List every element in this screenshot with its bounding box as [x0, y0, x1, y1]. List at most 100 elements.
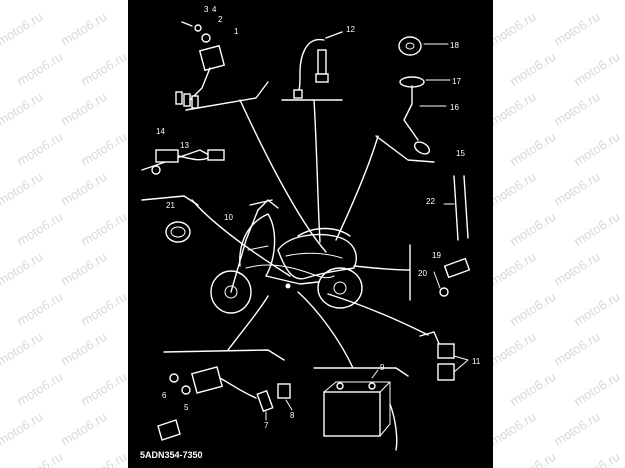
battery-terminal-b — [368, 382, 376, 390]
relay-lead — [189, 67, 211, 101]
watermark-text: moto6.ru — [14, 288, 66, 329]
cap-ring — [170, 226, 186, 238]
bracket-plate — [443, 257, 471, 279]
watermark-text: moto6.ru — [571, 208, 623, 249]
battery-lead — [389, 403, 398, 451]
watermark-text: moto6.ru — [14, 48, 66, 89]
callout-18: 18 — [450, 41, 459, 50]
watermark-text: moto6.ru — [493, 248, 539, 289]
fuse-assembly — [437, 343, 469, 381]
relay-bolt — [181, 21, 193, 27]
coil-leader-8 — [285, 399, 293, 411]
watermark-text: moto6.ru — [493, 408, 539, 449]
gauge-float — [413, 141, 431, 155]
floor-board — [265, 275, 319, 285]
rear-body — [277, 233, 357, 280]
fuse-a — [437, 343, 455, 359]
leader-lower-left — [227, 295, 269, 351]
bands-assembly — [443, 175, 469, 241]
watermark-text: moto6.ru — [78, 208, 128, 249]
coil-assembly — [169, 366, 293, 421]
front-wheel — [210, 270, 252, 314]
coil-bolt-6 — [169, 373, 179, 383]
watermark-text: moto6.ru — [493, 328, 539, 369]
ignition-plug — [207, 149, 225, 161]
ignition-bolt — [151, 165, 161, 175]
bracket-ignition — [141, 195, 199, 206]
watermark-text: moto6.ru — [0, 8, 46, 49]
callout-17: 17 — [452, 77, 461, 86]
callout-1: 1 — [234, 27, 239, 36]
watermark-text: moto6.ru — [78, 449, 128, 468]
harness-joint — [285, 283, 291, 289]
watermark-text: moto6.ru — [493, 168, 539, 209]
bracket-fuel — [375, 135, 435, 163]
rear-hub — [333, 281, 347, 295]
callout-22: 22 — [426, 197, 435, 206]
watermark-text: moto6.ru — [551, 328, 603, 369]
watermark-text: moto6.ru — [571, 48, 623, 89]
callout-5: 5 — [184, 403, 189, 412]
cap-assembly — [165, 221, 191, 243]
watermark-text: moto6.ru — [0, 328, 46, 369]
sender-plug — [293, 89, 303, 99]
gauge-stem — [403, 85, 419, 141]
group-brackets — [141, 81, 441, 377]
leader-top-right — [335, 135, 379, 241]
watermark-text: moto6.ru — [14, 449, 65, 468]
relay-nut — [194, 24, 202, 32]
hardware-icon — [157, 419, 181, 441]
watermark-text: moto6.ru — [507, 288, 559, 329]
leader-top-left — [239, 99, 327, 253]
bracket-fuse — [419, 331, 441, 347]
callout-21: 21 — [166, 201, 175, 210]
watermark-text: moto6.ru — [78, 128, 128, 169]
relay-assembly — [175, 21, 226, 109]
band-a — [453, 175, 459, 241]
watermark-text: moto6.ru — [58, 248, 110, 289]
leader-mid-left — [191, 199, 291, 277]
battery-assembly — [323, 369, 398, 451]
watermark-text: moto6.ru — [14, 368, 66, 409]
watermark-text: moto6.ru — [571, 288, 623, 329]
leader-top-center — [313, 99, 321, 243]
watermark-text: moto6.ru — [0, 88, 46, 129]
battery-terminal-a — [336, 382, 344, 390]
wiring-harness — [245, 264, 335, 279]
callout-15: 15 — [456, 149, 465, 158]
watermark-text: moto6.ru — [493, 88, 539, 129]
coil-body — [190, 366, 224, 394]
fuse-b — [437, 363, 455, 381]
watermark-text: moto6.ru — [58, 408, 110, 449]
callout-3: 3 — [204, 5, 209, 14]
callout-7: 7 — [264, 421, 269, 430]
watermark-text: moto6.ru — [14, 128, 66, 169]
watermark-text: moto6.ru — [78, 48, 128, 89]
plug-8 — [277, 383, 291, 399]
sender-body — [317, 49, 327, 75]
bracket-nut — [439, 287, 449, 297]
body-detail — [247, 245, 343, 259]
bracket-relay — [185, 81, 269, 111]
watermark-text: moto6.ru — [571, 128, 623, 169]
relay-body — [198, 44, 226, 72]
callout-4: 4 — [212, 5, 217, 14]
relay-plug-b — [183, 93, 191, 107]
fuel-gauge-assembly — [398, 36, 451, 155]
callout-16: 16 — [450, 103, 459, 112]
watermark-text: moto6.ru — [551, 8, 603, 49]
callout-19: 19 — [432, 251, 441, 260]
watermark-text: moto6.ru — [551, 168, 603, 209]
callout-13: 13 — [180, 141, 189, 150]
coil-lead — [219, 377, 257, 399]
watermark-text: moto6.ru — [58, 168, 110, 209]
battery-leader — [371, 369, 379, 379]
band-b — [463, 175, 469, 239]
callout-20: 20 — [418, 269, 427, 278]
relay-plug-a — [175, 91, 183, 105]
callout-2: 2 — [218, 15, 223, 24]
scooter-illustration — [210, 199, 363, 314]
bracket-leader — [433, 271, 441, 289]
leader-lower-right — [327, 293, 429, 336]
